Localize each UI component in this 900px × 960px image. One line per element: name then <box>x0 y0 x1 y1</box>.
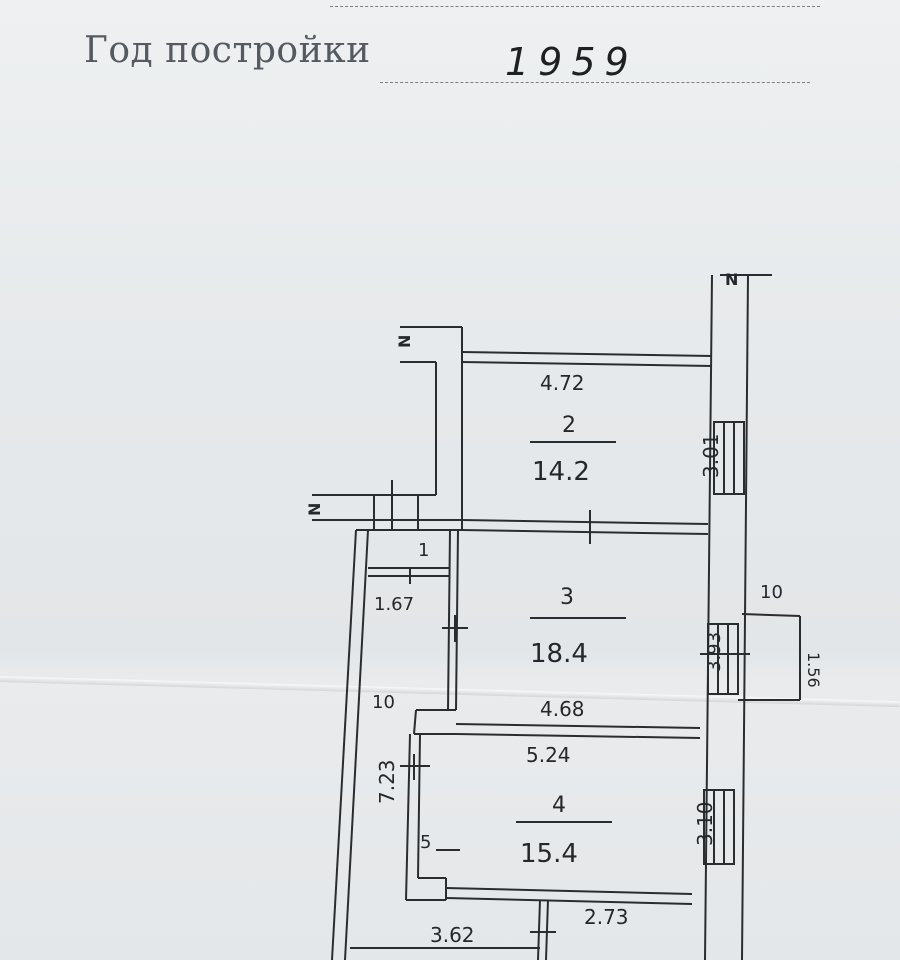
dim-corridor-length: 7.23 <box>375 759 399 804</box>
dim-room3-width: 4.68 <box>540 697 585 721</box>
dim-room4-depth: 3.10 <box>693 801 717 846</box>
tick-marks <box>400 510 750 933</box>
room5-number: 5 <box>420 832 431 853</box>
dim-room4-width: 5.24 <box>526 743 571 767</box>
room1-number: 1 <box>418 540 429 561</box>
room3-number: 3 <box>560 585 574 610</box>
wall-thickness-left: 10 <box>372 692 395 713</box>
dim-balcony-side: 1.56 <box>804 652 823 688</box>
dim-room2-width: 4.72 <box>540 371 585 395</box>
dim-bottom-left: 3.62 <box>430 923 475 947</box>
room2-area: 14.2 <box>532 457 590 487</box>
room4-area: 15.4 <box>520 839 578 869</box>
dim-room1-width: 1.67 <box>374 594 414 615</box>
dim-bottom-right: 2.73 <box>584 905 629 929</box>
wall-thickness-balcony: 10 <box>760 582 783 603</box>
build-year-label: Год постройки <box>84 30 371 71</box>
top-dashed-line <box>330 6 820 7</box>
room2-number: 2 <box>562 413 576 438</box>
room3-area: 18.4 <box>530 639 588 669</box>
north-mark-left-upper: N <box>395 335 414 348</box>
room4-number: 4 <box>552 793 566 818</box>
build-year-value: 1959 <box>505 40 638 84</box>
north-mark-top: N <box>725 270 738 289</box>
window-marks <box>703 421 745 865</box>
year-underline <box>380 82 810 83</box>
dim-room2-depth: 3.01 <box>699 433 723 478</box>
dim-room3-depth: 3.93 <box>704 632 725 672</box>
north-mark-left-lower: N <box>305 503 324 516</box>
